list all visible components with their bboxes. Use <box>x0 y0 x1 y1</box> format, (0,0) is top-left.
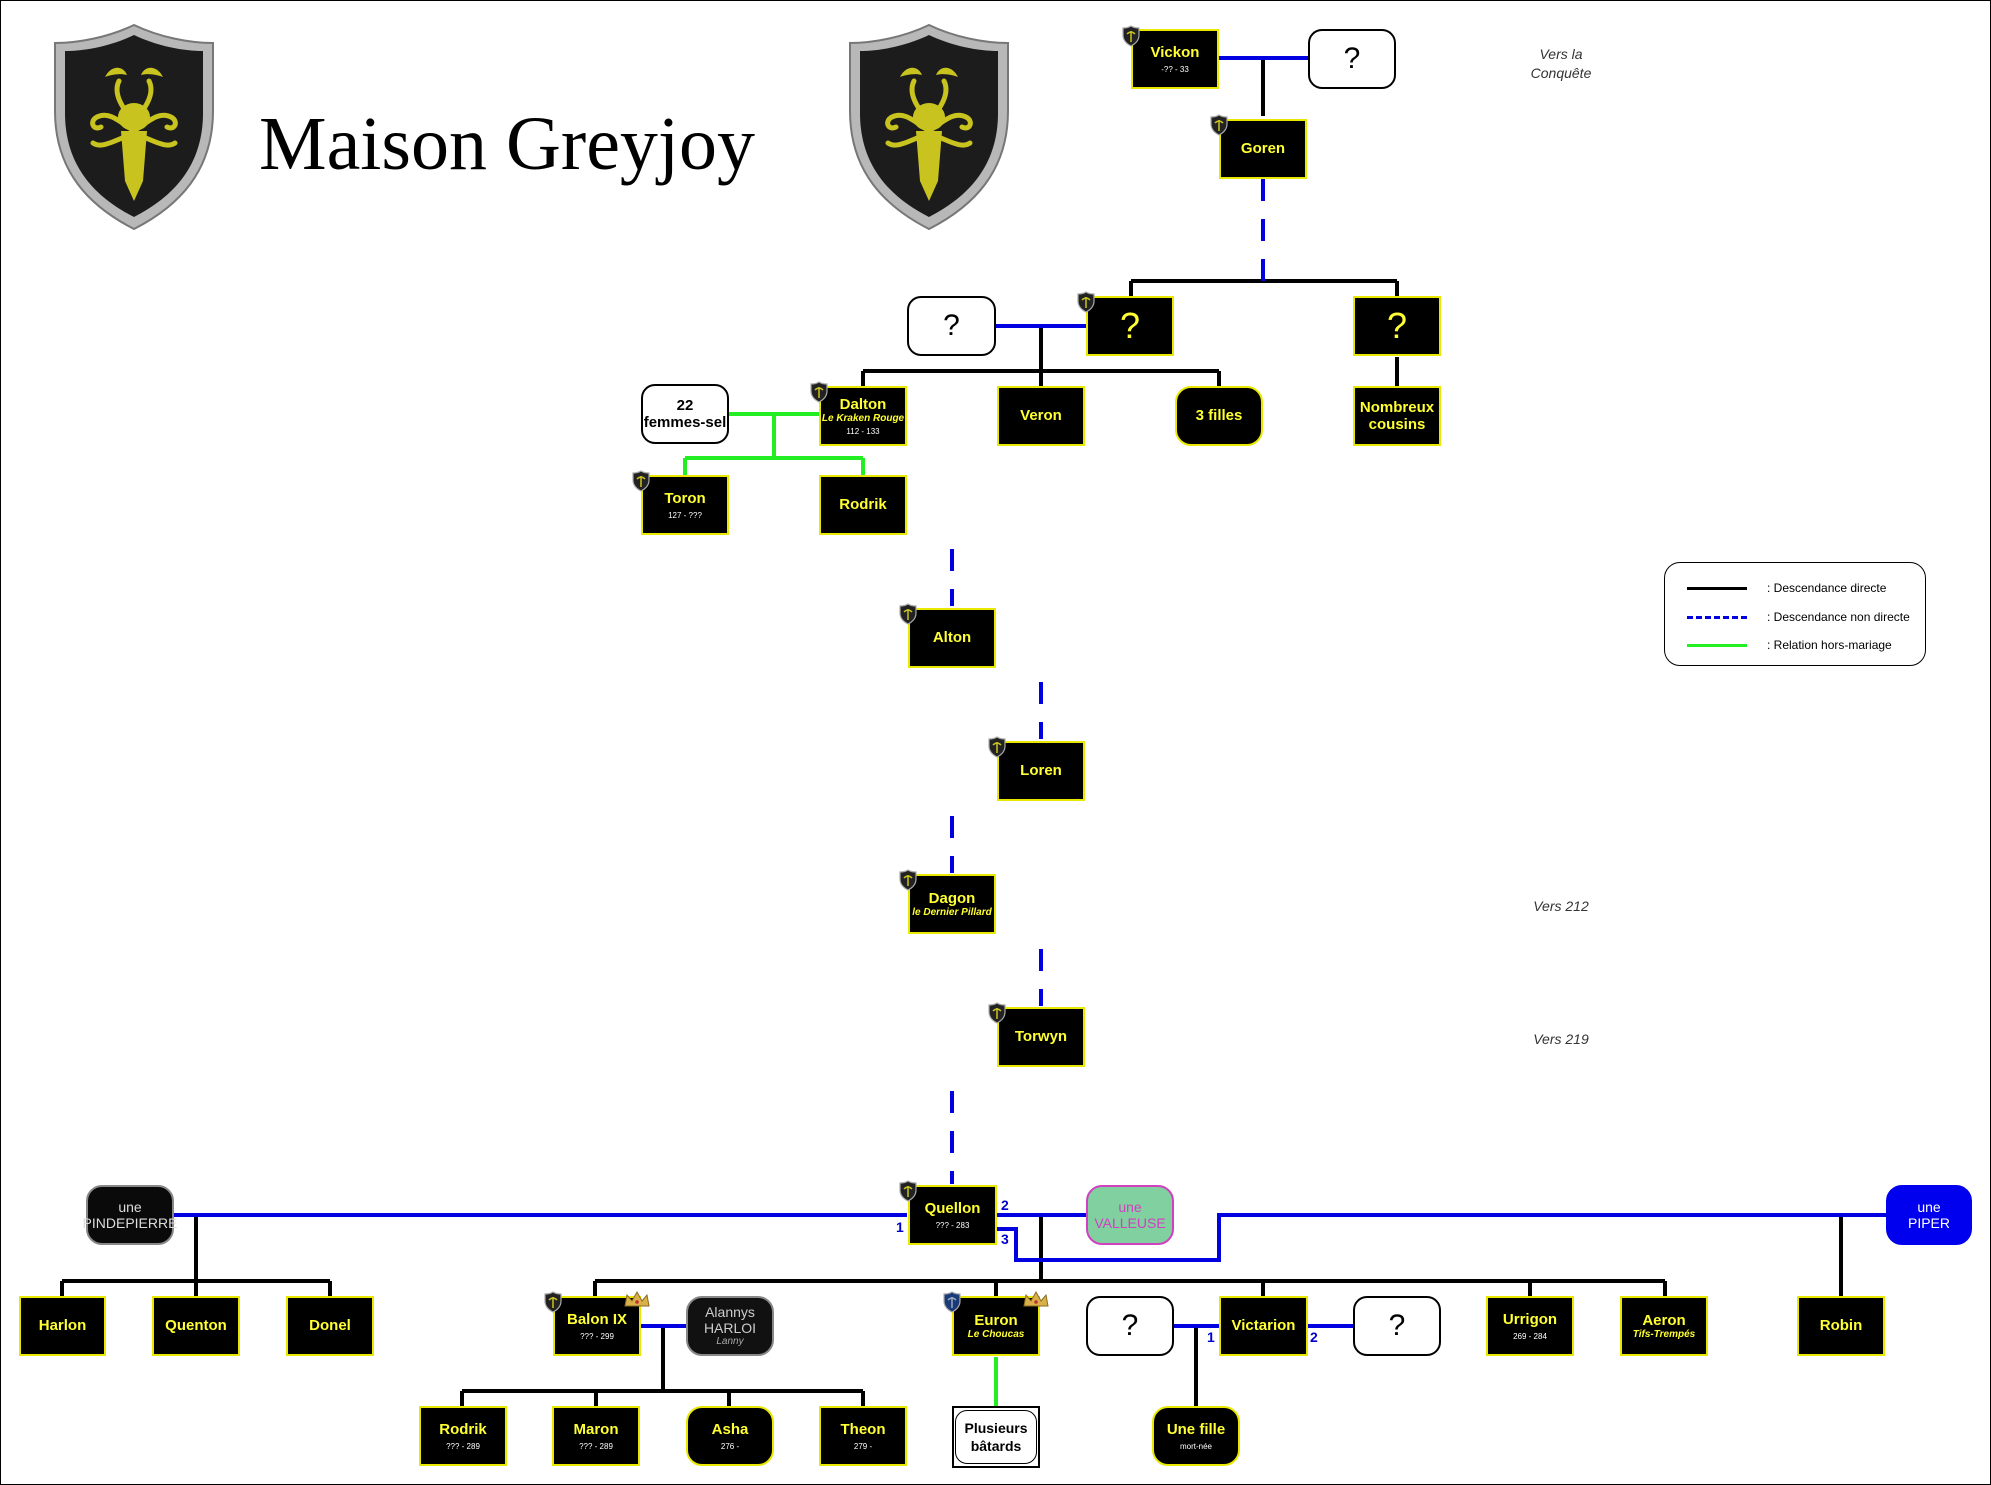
blue-lord-shield-icon <box>943 1291 961 1313</box>
person-donel[interactable]: Donel <box>286 1296 374 1356</box>
person-alannys-harloi[interactable]: Alannys HARLOI Lanny <box>686 1296 774 1356</box>
person-une-valleuse[interactable]: une VALLEUSE <box>1086 1185 1174 1245</box>
person-victarion[interactable]: Victarion <box>1219 1296 1308 1356</box>
person-unknown-lord[interactable]: ? <box>1086 296 1174 356</box>
person-salt-wives[interactable]: 22 femmes-sel <box>641 384 729 444</box>
person-veron[interactable]: Veron <box>997 386 1085 446</box>
crown-icon <box>623 1290 651 1308</box>
era-note-212: Vers 212 <box>1501 897 1621 916</box>
person-several-bastards[interactable]: Plusieurs bâtards <box>952 1406 1040 1468</box>
marriage-number-quellon-2: 2 <box>1001 1197 1009 1213</box>
person-quenton[interactable]: Quenton <box>152 1296 240 1356</box>
person-goren[interactable]: Goren <box>1219 119 1307 179</box>
person-theon[interactable]: Theon 279 - <box>819 1406 907 1466</box>
lord-shield-icon <box>988 736 1006 758</box>
person-unknown-brother[interactable]: ? <box>1353 296 1441 356</box>
person-toron[interactable]: Toron 127 - ??? <box>641 475 729 535</box>
person-victarion-wife-2[interactable]: ? <box>1353 1296 1441 1356</box>
person-torwyn[interactable]: Torwyn <box>997 1007 1085 1067</box>
person-numerous-cousins[interactable]: Nombreux cousins <box>1353 386 1441 446</box>
marriage-number-victarion-2: 2 <box>1310 1329 1318 1345</box>
person-dalton[interactable]: Dalton Le Kraken Rouge 112 - 133 <box>819 386 907 446</box>
person-dagon[interactable]: Dagon le Dernier Pillard <box>908 874 996 934</box>
person-vickon-spouse[interactable]: ? <box>1308 29 1396 89</box>
person-loren[interactable]: Loren <box>997 741 1085 801</box>
person-une-piper[interactable]: une PIPER <box>1886 1185 1972 1245</box>
lord-shield-icon <box>1210 114 1228 136</box>
lord-shield-icon <box>810 381 828 403</box>
lord-shield-icon <box>899 1180 917 1202</box>
marriage-number-quellon-1: 1 <box>896 1219 904 1235</box>
legend-item-indirect: : Descendance non directe <box>1687 610 1910 624</box>
person-maron[interactable]: Maron ??? - 289 <box>552 1406 640 1466</box>
era-note-conquest: Vers la Conquête <box>1501 45 1621 83</box>
person-urrigon[interactable]: Urrigon 269 - 284 <box>1486 1296 1574 1356</box>
page-title: Maison Greyjoy <box>259 101 755 188</box>
legend-item-extramarital: : Relation hors-mariage <box>1687 638 1892 652</box>
person-harlon[interactable]: Harlon <box>19 1296 106 1356</box>
person-quellon[interactable]: Quellon ??? - 283 <box>908 1185 997 1245</box>
greyjoy-sigil-shield-left <box>49 21 219 233</box>
person-asha[interactable]: Asha 276 - <box>686 1406 774 1466</box>
era-note-219: Vers 219 <box>1501 1030 1621 1049</box>
lord-shield-icon <box>988 1002 1006 1024</box>
crown-icon <box>1022 1290 1050 1308</box>
lord-shield-icon <box>899 603 917 625</box>
lord-shield-icon <box>1122 25 1140 47</box>
lord-shield-icon <box>544 1291 562 1313</box>
marriage-number-quellon-3: 3 <box>1001 1231 1009 1247</box>
marriage-number-victarion-1: 1 <box>1207 1329 1215 1345</box>
person-unknown-lord-spouse[interactable]: ? <box>907 296 996 356</box>
greyjoy-sigil-shield-right <box>844 21 1014 233</box>
person-three-daughters[interactable]: 3 filles <box>1175 386 1263 446</box>
person-une-pindepierre[interactable]: une PINDEPIERRE <box>86 1185 174 1245</box>
lord-shield-icon <box>1077 291 1095 313</box>
person-aeron[interactable]: Aeron Tifs-Trempés <box>1620 1296 1708 1356</box>
lord-shield-icon <box>632 470 650 492</box>
person-vickon[interactable]: Vickon -?? - 33 <box>1131 29 1219 89</box>
person-rodrik-dalton-son[interactable]: Rodrik <box>819 475 907 535</box>
person-victarion-wife-1[interactable]: ? <box>1086 1296 1174 1356</box>
person-une-fille[interactable]: Une fille mort-née <box>1152 1406 1240 1466</box>
legend: : Descendance directe : Descendance non … <box>1664 562 1926 666</box>
person-alton[interactable]: Alton <box>908 608 996 668</box>
person-robin[interactable]: Robin <box>1797 1296 1885 1356</box>
person-rodrik[interactable]: Rodrik ??? - 289 <box>419 1406 507 1466</box>
legend-item-direct: : Descendance directe <box>1687 581 1886 595</box>
lord-shield-icon <box>899 869 917 891</box>
